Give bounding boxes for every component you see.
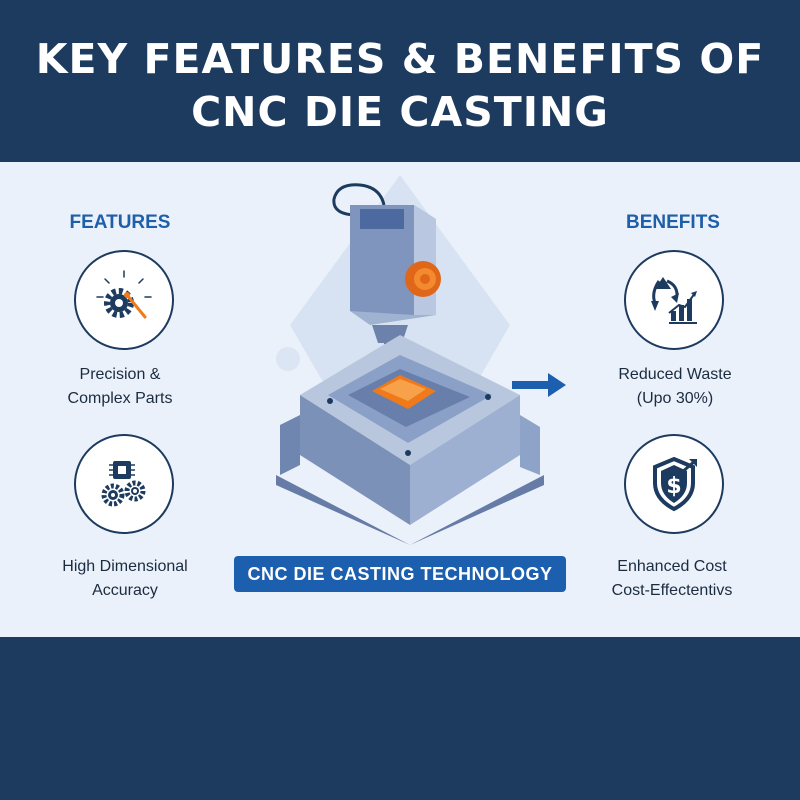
feature-circle-accuracy — [74, 434, 174, 534]
header-banner: KEY FEATURES & BENEFITS OF CNC DIE CASTI… — [0, 0, 800, 162]
features-heading: FEATURES — [69, 212, 171, 233]
footer-band — [0, 637, 800, 800]
benefit-label-waste: Reduced Waste (Upo 30%) — [575, 363, 775, 411]
chip-gears-icon — [101, 461, 146, 507]
feature-circle-precision — [74, 250, 174, 350]
benefit-circle-cost: $ — [624, 434, 724, 534]
benefit-label-cost-line1: Enhanced Cost — [617, 558, 727, 575]
benefits-heading: BENEFITS — [626, 212, 720, 233]
feature-label-accuracy-line2: Accuracy — [92, 582, 158, 599]
benefit-label-waste-line2: (Upo 30%) — [636, 390, 714, 407]
feature-label-accuracy-line1: High Dimensional — [62, 558, 188, 575]
cnc-machine-mold-illustration — [276, 175, 544, 545]
feature-label-precision-line2: Complex Parts — [67, 390, 173, 407]
svg-text:$: $ — [666, 474, 681, 499]
shield-dollar-icon: $ — [653, 456, 697, 512]
benefit-circle-waste — [624, 250, 724, 350]
gear-wrench-icon — [96, 270, 152, 319]
feature-label-accuracy: High Dimensional Accuracy — [25, 555, 225, 603]
technology-badge: CNC DIE CASTING TECHNOLOGY — [234, 556, 566, 592]
feature-label-precision-line1: Precision & — [79, 366, 161, 383]
benefit-label-waste-line1: Reduced Waste — [618, 366, 732, 383]
benefit-label-cost: Enhanced Cost Cost-Effectentivs — [572, 555, 772, 603]
page-title-line-1: KEY FEATURES & BENEFITS OF — [35, 35, 765, 83]
right-arrow-icon — [512, 373, 566, 397]
recycle-chart-icon — [651, 277, 697, 324]
benefit-label-cost-line2: Cost-Effectentivs — [611, 582, 733, 599]
feature-label-precision: Precision & Complex Parts — [20, 363, 220, 411]
page-title-line-2: CNC DIE CASTING — [191, 88, 609, 136]
